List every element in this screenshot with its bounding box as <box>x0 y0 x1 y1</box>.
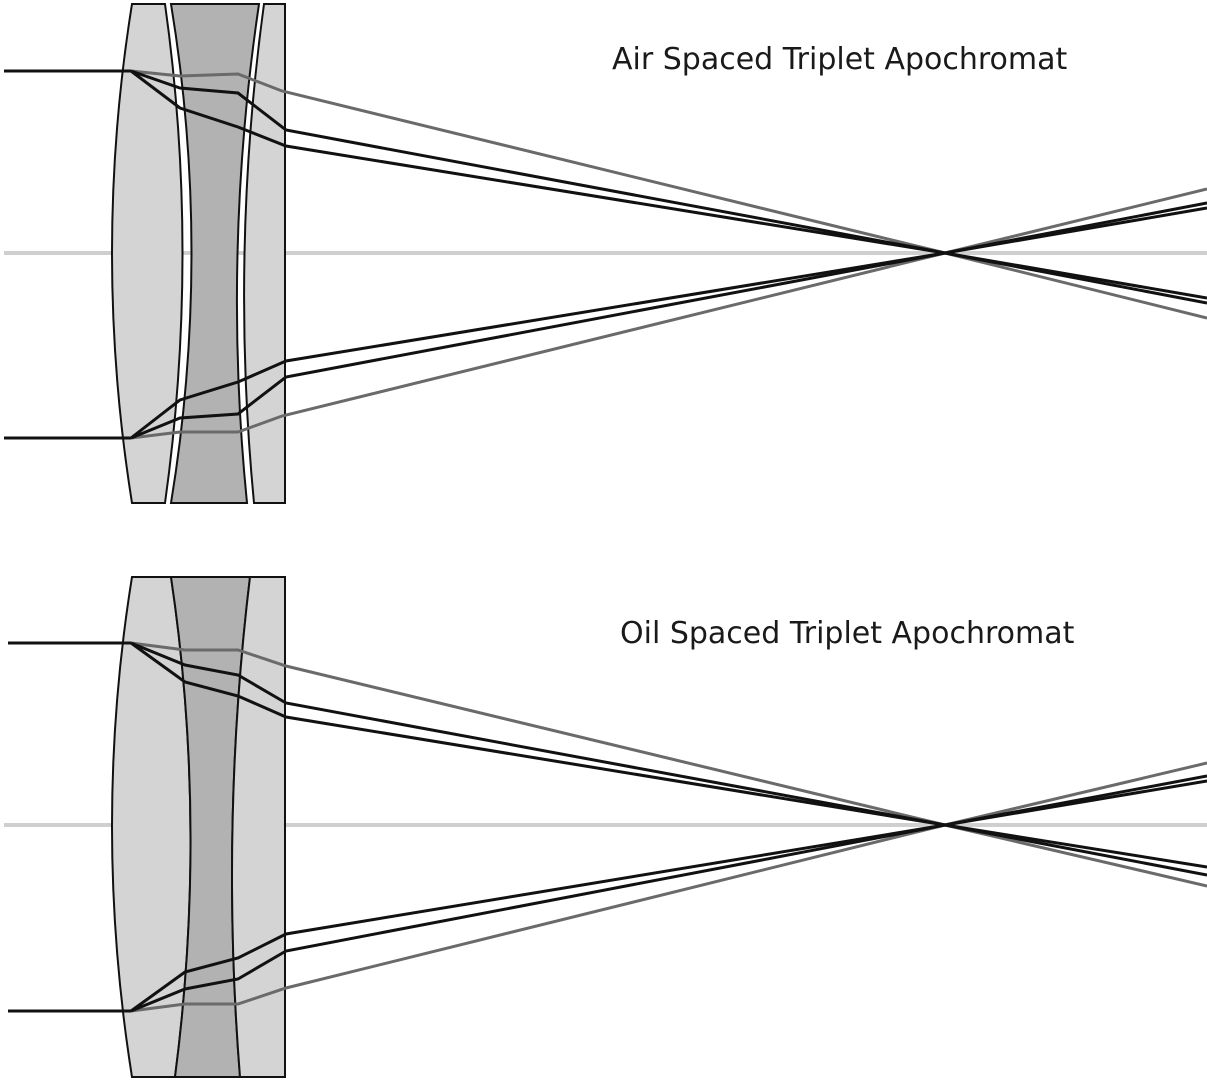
ray-lower-dark-2 <box>130 201 1207 440</box>
ray-upper-gray <box>130 69 1207 320</box>
ray-lower-gray <box>130 761 1207 1013</box>
ray-lower-dark-2 <box>130 774 1207 1013</box>
ray-lower-gray <box>130 187 1207 440</box>
diagram-title: Oil Spaced Triplet Apochromat <box>620 616 1075 651</box>
ray-lower-dark-1 <box>130 206 1207 440</box>
ray-lower-dark-1 <box>130 779 1207 1013</box>
oil-spaced-diagram: Oil Spaced Triplet Apochromat <box>0 560 1207 1080</box>
air-spaced-diagram: Air Spaced Triplet Apochromat <box>0 0 1207 520</box>
diagram-title: Air Spaced Triplet Apochromat <box>612 42 1068 77</box>
middle-flint-lens <box>169 3 261 504</box>
ray-upper-gray <box>130 641 1207 888</box>
oil-spaced-svg <box>4 576 1207 1078</box>
ray-upper-dark-2 <box>130 641 1207 877</box>
ray-upper-dark-2 <box>130 69 1207 305</box>
air-spaced-svg <box>4 3 1207 504</box>
rear-crown-lens <box>231 576 286 1078</box>
front-crown-lens <box>111 3 184 504</box>
rear-crown-lens <box>243 3 286 504</box>
ray-upper-dark-1 <box>130 641 1207 869</box>
